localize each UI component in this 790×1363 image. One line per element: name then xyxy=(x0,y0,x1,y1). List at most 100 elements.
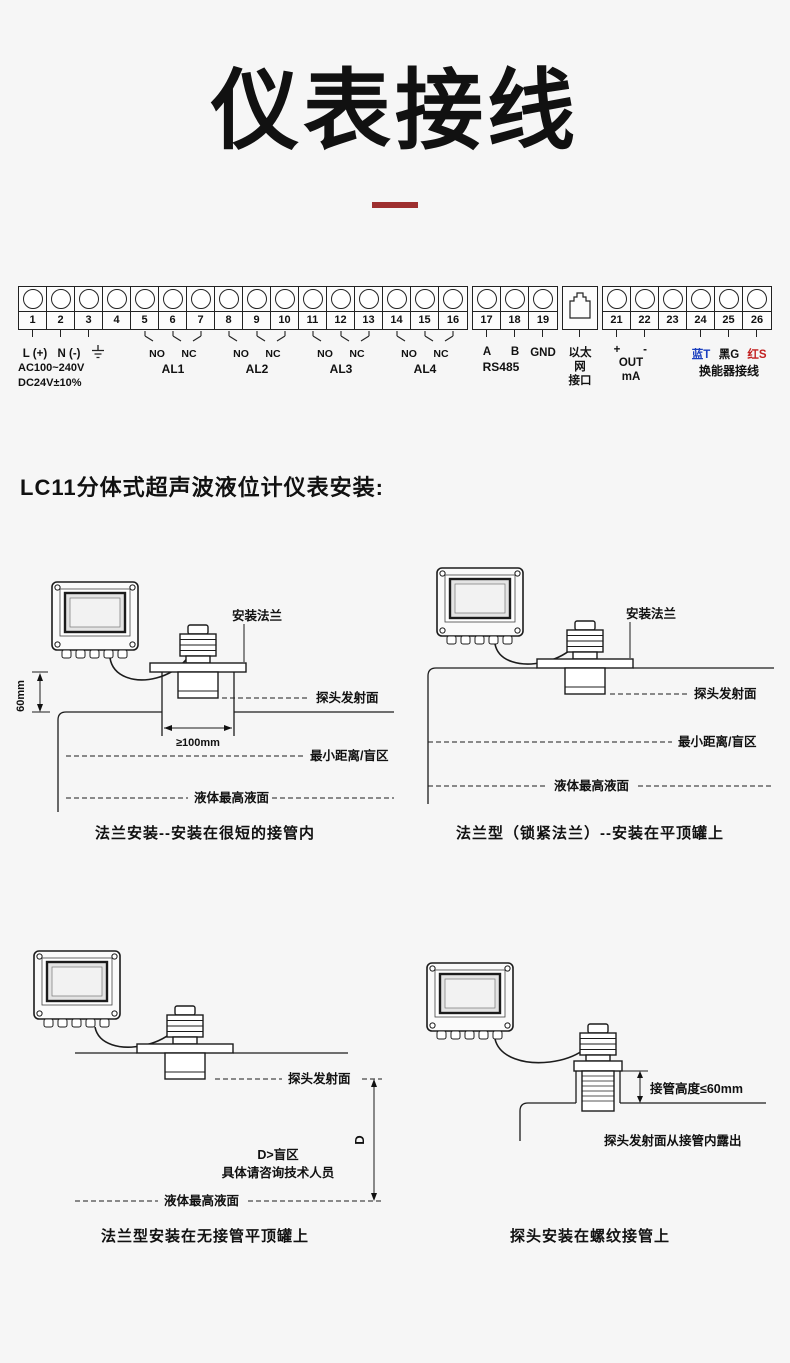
controller-unit xyxy=(50,580,140,660)
no-label: NO xyxy=(317,348,333,360)
nc-label: NC xyxy=(265,348,281,360)
diagram-caption: 探头安装在螺纹接管上 xyxy=(509,1228,670,1245)
terminal-screw-icon xyxy=(159,287,186,312)
terminal-screw-icon xyxy=(19,287,46,312)
transducer xyxy=(536,620,634,695)
diagram-panel-2: 安装法兰 探头发射面 最小距离/盲区 液体最高液面 法兰型（锁紧法兰）--安装在… xyxy=(400,560,780,843)
terminal-number: 9 xyxy=(253,314,260,326)
rs485-a: A xyxy=(482,346,492,358)
tank-top-left xyxy=(57,711,162,812)
arrowhead xyxy=(37,673,43,681)
terminal: 23 xyxy=(659,287,687,329)
terminal-screw-icon xyxy=(75,287,102,312)
terminal: 4 xyxy=(103,287,131,329)
terminal-screw-icon xyxy=(47,287,74,312)
probe-note-label: 探头发射面从接管内露出 xyxy=(604,1133,742,1148)
out-plus: + xyxy=(613,344,621,356)
earth-ground-icon xyxy=(92,345,104,359)
terminal-number: 5 xyxy=(141,314,148,326)
terminal-screw-icon xyxy=(603,287,630,312)
terminal-screw-icon xyxy=(473,287,500,312)
arrowhead xyxy=(371,1079,377,1087)
terminal-screw-icon xyxy=(411,287,438,312)
terminal-number: 6 xyxy=(169,314,176,326)
ethernet-label: 以太网 接口 xyxy=(563,346,597,388)
arrowhead xyxy=(371,1193,377,1201)
wire-blue-label: 蓝T xyxy=(691,349,711,361)
arrowhead xyxy=(164,725,172,731)
relay-contact-symbol xyxy=(396,331,454,342)
terminal-number: 11 xyxy=(306,314,319,326)
terminal: 3 xyxy=(75,287,103,329)
terminal: 22 xyxy=(631,287,659,329)
terminal-number: 4 xyxy=(113,314,120,326)
dim-d: D xyxy=(352,1135,367,1144)
terminal-screw-icon xyxy=(271,287,298,312)
probe-face-label: 探头发射面 xyxy=(288,1071,351,1086)
transducer-name: 换能器接线 xyxy=(698,364,759,378)
connector-line xyxy=(60,330,61,337)
terminal-labels: L (+) N (-) AC100~240V DC24V±10% NO NC AL… xyxy=(18,330,772,406)
terminal-number: 12 xyxy=(334,314,347,326)
arrowhead xyxy=(37,704,43,712)
flange-label: 安装法兰 xyxy=(232,608,283,623)
controller-unit xyxy=(32,949,122,1029)
terminal-number: 14 xyxy=(390,314,403,326)
neutral-label: N (-) xyxy=(57,348,81,360)
dim-60mm: 60mm xyxy=(15,680,27,712)
arrowhead xyxy=(637,1071,643,1078)
no-label: NO xyxy=(149,348,165,360)
terminal: 17 xyxy=(473,287,501,329)
terminal-number: 22 xyxy=(638,314,651,326)
blind-note-2: 具体请咨询技术人员 xyxy=(221,1165,335,1180)
relay-name: AL2 xyxy=(245,362,269,376)
terminal: 12 xyxy=(327,287,355,329)
rs485-name: RS485 xyxy=(482,360,520,374)
power-spec: DC24V±10% xyxy=(18,377,82,389)
blind-zone-label: 最小距离/盲区 xyxy=(310,748,389,763)
connector-line xyxy=(728,330,729,337)
terminal: 5 xyxy=(131,287,159,329)
terminal-number: 26 xyxy=(750,314,764,326)
diagram-caption: 法兰型（锁紧法兰）--安装在平顶罐上 xyxy=(456,825,724,842)
terminal-group-21-26: 21 22 23 24 25 26 xyxy=(602,286,772,330)
terminal-number: 2 xyxy=(57,314,64,326)
tank-top-left xyxy=(427,667,537,804)
connector-line xyxy=(88,330,89,337)
diagram-threaded-nozzle: 接管高度≤60mm 探头发射面从接管内露出 xyxy=(425,961,766,1148)
ethernet-line2: 接口 xyxy=(568,375,592,387)
terminal: 14 xyxy=(383,287,411,329)
power-terminals-label: L (+) N (-) AC100~240V DC24V±10% xyxy=(18,344,128,390)
power-spec: AC100~240V xyxy=(18,362,85,374)
transducer xyxy=(136,1005,234,1080)
terminal: 8 xyxy=(215,287,243,329)
terminal-number: 8 xyxy=(225,314,232,326)
probe-face-label: 探头发射面 xyxy=(316,690,379,705)
terminal-screw-icon xyxy=(299,287,326,312)
terminal-group-1-16: 1 2 3 4 5 6 7 8 9 10 11 12 13 14 15 16 xyxy=(18,286,468,330)
terminal-screw-icon xyxy=(501,287,528,312)
terminal-number: 16 xyxy=(446,314,460,326)
diagram-flange-short-nozzle: 安装法兰 60mm ≥100mm 探头发射面 最小距离/盲区 液体最高液面 xyxy=(15,580,394,812)
arrowhead xyxy=(637,1096,643,1103)
relay-contact-symbol xyxy=(228,331,286,342)
diagram-panel-4: 接管高度≤60mm 探头发射面从接管内露出 探头安装在螺纹接管上 xyxy=(400,935,780,1246)
ethernet-line1: 以太网 xyxy=(568,347,592,373)
terminal-number: 17 xyxy=(480,314,493,326)
max-level-label: 液体最高液面 xyxy=(194,790,270,805)
terminal: 9 xyxy=(243,287,271,329)
terminal-number: 10 xyxy=(278,314,291,326)
terminal-group-17-19: 17 18 19 xyxy=(472,286,558,330)
terminal-number: 19 xyxy=(536,314,550,326)
nc-label: NC xyxy=(181,348,197,360)
no-label: NO xyxy=(401,348,417,360)
section-heading: LC11分体式超声波液位计仪表安装: xyxy=(20,475,384,500)
relay-contact-symbol xyxy=(312,331,370,342)
nc-label: NC xyxy=(349,348,365,360)
terminal: 19 xyxy=(529,287,557,329)
terminal-screw-icon xyxy=(103,287,130,312)
nozzle-walls xyxy=(575,1071,621,1103)
arrowhead xyxy=(224,725,232,731)
terminal-number: 15 xyxy=(418,314,431,326)
terminal-screw-icon xyxy=(715,287,742,312)
